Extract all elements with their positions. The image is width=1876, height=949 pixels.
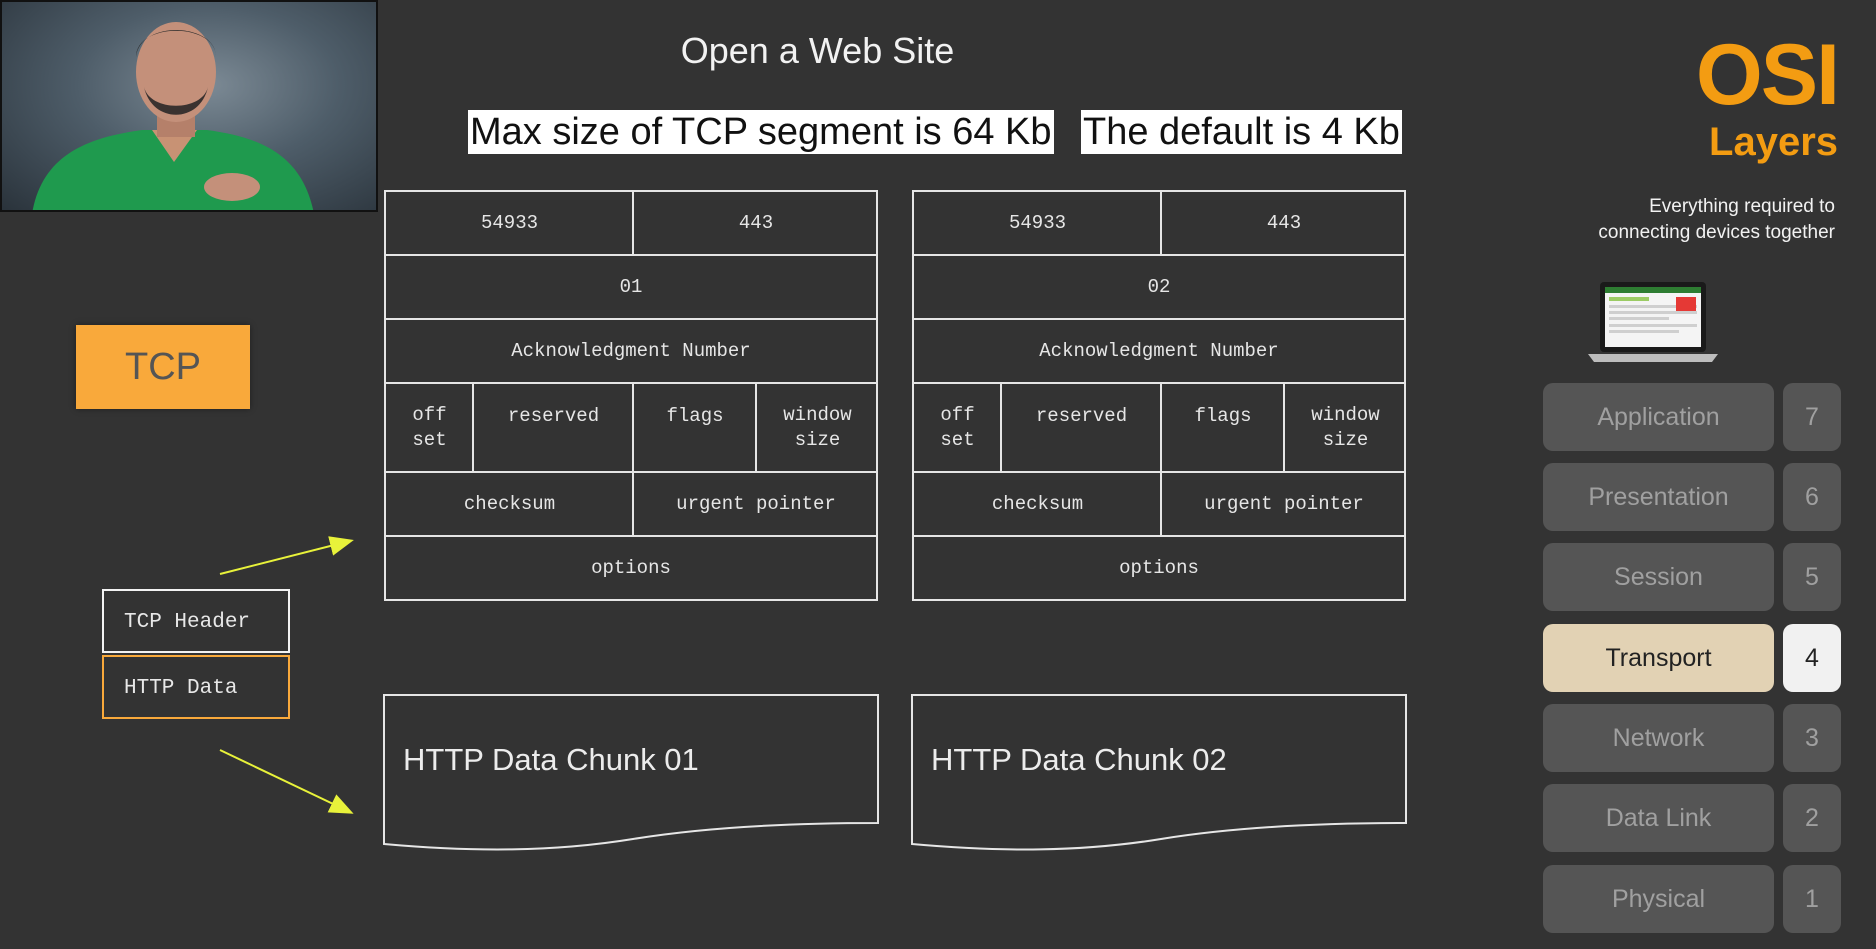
osi-tagline: Everything required to connecting device… bbox=[1598, 196, 1835, 243]
source-port-cell: 54933 bbox=[480, 211, 538, 234]
flags-cell: flags bbox=[1160, 384, 1284, 471]
ack-number-cell: Acknowledgment Number bbox=[1039, 339, 1279, 362]
window-size-cell: window size bbox=[755, 384, 878, 471]
dest-port-cell: 443 bbox=[632, 192, 878, 254]
layer-number-6: 6 bbox=[1783, 463, 1841, 531]
presenter-image bbox=[32, 22, 314, 210]
osi-logo: OSI Layers bbox=[1695, 27, 1840, 164]
arrow-to-header bbox=[219, 536, 354, 575]
sequence-number-cell: 01 bbox=[619, 275, 643, 298]
options-cell: options bbox=[1119, 556, 1199, 579]
tcp-segment-1: 54933 443 01 Acknowledgment Number off s… bbox=[384, 190, 878, 601]
max-size-banner: Max size of TCP segment is 64 Kb bbox=[468, 110, 1054, 154]
tcp-badge: TCP bbox=[76, 325, 250, 409]
osi-title: OSI bbox=[1695, 27, 1840, 123]
window-size-cell: window size bbox=[1283, 384, 1406, 471]
checksum-cell: checksum bbox=[463, 492, 556, 515]
urgent-pointer-cell: urgent pointer bbox=[632, 473, 878, 535]
layer-data-link[interactable]: Data Link bbox=[1543, 784, 1774, 852]
flags-cell: flags bbox=[632, 384, 756, 471]
urgent-pointer-cell: urgent pointer bbox=[1160, 473, 1406, 535]
chunk-label: HTTP Data Chunk 02 bbox=[931, 742, 1227, 777]
layer-session[interactable]: Session bbox=[1543, 543, 1774, 611]
default-size-banner: The default is 4 Kb bbox=[1081, 110, 1402, 154]
webcam-video bbox=[0, 0, 378, 212]
layer-application[interactable]: Application bbox=[1543, 383, 1774, 451]
layer-number-5: 5 bbox=[1783, 543, 1841, 611]
http-data-chunk-1: HTTP Data Chunk 01 bbox=[383, 694, 879, 856]
source-port-cell: 54933 bbox=[1008, 211, 1066, 234]
laptop-icon bbox=[1588, 282, 1718, 362]
page-title: Open a Web Site bbox=[680, 30, 955, 71]
offset-cell: off set bbox=[412, 403, 447, 451]
offset-cell: off set bbox=[940, 403, 975, 451]
tcp-segment-2: 54933 443 02 Acknowledgment Number off s… bbox=[912, 190, 1406, 601]
http-data-chunk-2: HTTP Data Chunk 02 bbox=[911, 694, 1407, 856]
layer-number-3: 3 bbox=[1783, 704, 1841, 772]
dest-port-cell: 443 bbox=[1160, 192, 1406, 254]
chunk-label: HTTP Data Chunk 01 bbox=[403, 742, 699, 777]
layer-network[interactable]: Network bbox=[1543, 704, 1774, 772]
document-shape bbox=[911, 694, 1407, 851]
legend-http-data: HTTP Data bbox=[102, 655, 290, 719]
checksum-cell: checksum bbox=[991, 492, 1084, 515]
legend-tcp-header: TCP Header bbox=[102, 589, 290, 653]
layer-number-4: 4 bbox=[1783, 624, 1841, 692]
reserved-cell: reserved bbox=[472, 384, 633, 471]
layer-transport[interactable]: Transport bbox=[1543, 624, 1774, 692]
layer-presentation[interactable]: Presentation bbox=[1543, 463, 1774, 531]
ack-number-cell: Acknowledgment Number bbox=[511, 339, 751, 362]
layer-physical[interactable]: Physical bbox=[1543, 865, 1774, 933]
document-shape bbox=[383, 694, 879, 851]
reserved-cell: reserved bbox=[1000, 384, 1161, 471]
layer-number-1: 1 bbox=[1783, 865, 1841, 933]
layer-number-7: 7 bbox=[1783, 383, 1841, 451]
sequence-number-cell: 02 bbox=[1147, 275, 1171, 298]
options-cell: options bbox=[591, 556, 671, 579]
arrow-to-data bbox=[219, 749, 354, 814]
layer-number-2: 2 bbox=[1783, 784, 1841, 852]
osi-subtitle: Layers bbox=[1709, 120, 1838, 164]
